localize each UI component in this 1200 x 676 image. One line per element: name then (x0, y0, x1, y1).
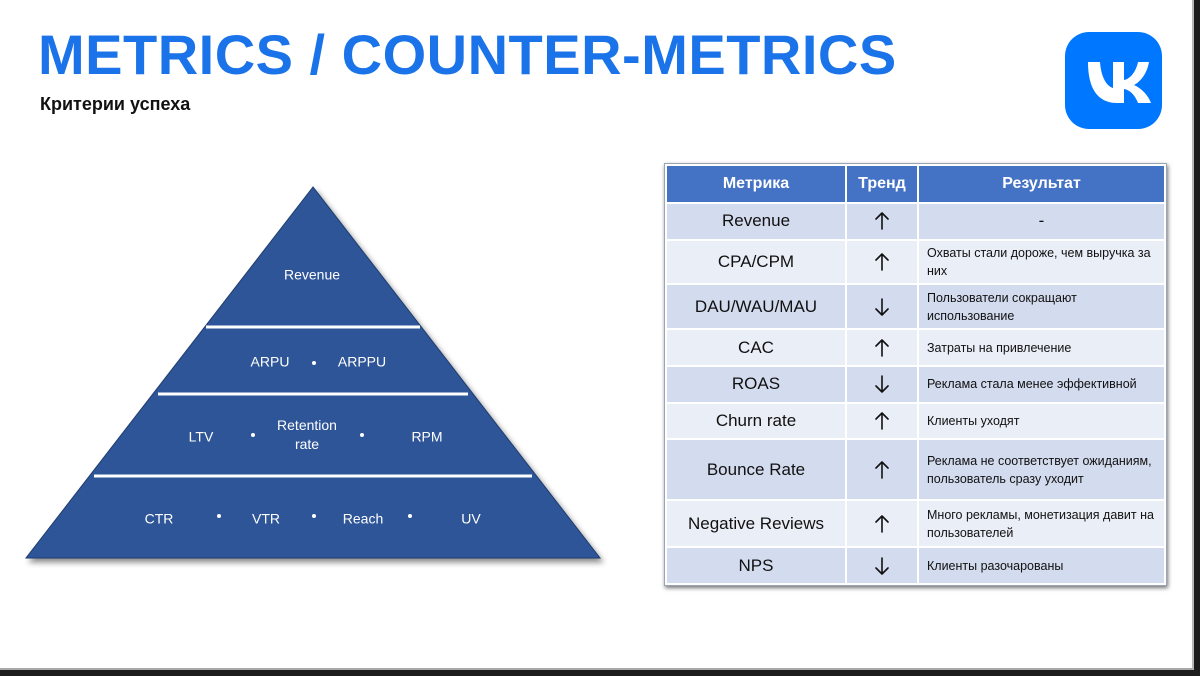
result-cell: Затраты на привлечение (917, 328, 1166, 367)
pyramid-bullet (217, 514, 221, 518)
pyramid-item-ltv: LTV (188, 428, 214, 445)
table-row: Churn rate Клиенты уходят (665, 401, 1166, 441)
arrow-up-icon (845, 202, 919, 241)
table-row: Revenue - (665, 202, 1166, 241)
pyramid-diagram (24, 186, 602, 559)
metrics-table: Метрика Тренд Результат Revenue - CPA/CPM О… (664, 163, 1167, 586)
metric-cell: ROAS (665, 364, 847, 404)
pyramid-bullet (408, 514, 412, 518)
pyramid-shape (24, 186, 602, 559)
pyramid-item-rpm: RPM (411, 428, 443, 445)
pyramid-item-revenue: Revenue (283, 266, 341, 283)
pyramid-item-uv: UV (461, 510, 481, 527)
table-row: CPA/CPM Охваты стали дороже, чем выручка … (665, 238, 1166, 286)
result-cell: Клиенты уходят (917, 401, 1166, 441)
metric-cell: DAU/WAU/MAU (665, 283, 847, 331)
table-row: Bounce Rate Реклама не соответствует ожид… (665, 438, 1166, 502)
table-row: Negative Reviews Много рекламы, монетизац… (665, 499, 1166, 549)
slide-subtitle: Критерии успеха (40, 94, 191, 114)
vk-logo-icon (1065, 32, 1162, 129)
pyramid-bullet (312, 514, 316, 518)
pyramid-bullet (312, 361, 316, 365)
column-header-trend: Тренд (845, 164, 919, 204)
pyramid-item-vtr: VTR (252, 510, 280, 527)
metric-cell: Churn rate (665, 401, 847, 441)
arrow-up-icon (845, 401, 919, 441)
arrow-down-icon (845, 283, 919, 331)
metric-cell: Bounce Rate (665, 438, 847, 502)
table-row: CAC Затраты на привлечение (665, 328, 1166, 367)
pyramid-item-reach: Reach (342, 510, 384, 527)
pyramid-bullet (360, 433, 364, 437)
pyramid-item-ctr: CTR (144, 510, 174, 527)
arrow-up-icon (845, 499, 919, 549)
metric-cell: Negative Reviews (665, 499, 847, 549)
column-header-result: Результат (917, 164, 1166, 204)
metric-cell: NPS (665, 546, 847, 585)
pyramid-item-arppu: ARPPU (337, 353, 387, 370)
result-cell: Пользователи сокращают использование (917, 283, 1166, 331)
arrow-up-icon (845, 238, 919, 286)
arrow-down-icon (845, 546, 919, 585)
table-row: ROAS Реклама стала менее эффективной (665, 364, 1166, 404)
pyramid-item-arpu: ARPU (250, 353, 290, 370)
arrow-up-icon (845, 438, 919, 502)
arrow-up-icon (845, 328, 919, 367)
metric-cell: Revenue (665, 202, 847, 241)
table-row: NPS Клиенты разочарованы (665, 546, 1166, 585)
slide-title: METRICS / COUNTER-METRICS (38, 23, 897, 86)
result-cell: Реклама стала менее эффективной (917, 364, 1166, 404)
metric-cell: CAC (665, 328, 847, 367)
pyramid-bullet (251, 433, 255, 437)
metric-cell: CPA/CPM (665, 238, 847, 286)
result-cell: Много рекламы, монетизация давит на поль… (917, 499, 1166, 549)
arrow-down-icon (845, 364, 919, 404)
result-cell: Охваты стали дороже, чем выручка за них (917, 238, 1166, 286)
result-cell: Клиенты разочарованы (917, 546, 1166, 585)
result-cell: - (917, 202, 1166, 241)
result-cell: Реклама не соответствует ожиданиям, поль… (917, 438, 1166, 502)
pyramid-item-retention-rate: Retention rate (277, 417, 337, 452)
column-header-metric: Метрика (665, 164, 847, 204)
table-row: DAU/WAU/MAU Пользователи сокращают исполь… (665, 283, 1166, 331)
